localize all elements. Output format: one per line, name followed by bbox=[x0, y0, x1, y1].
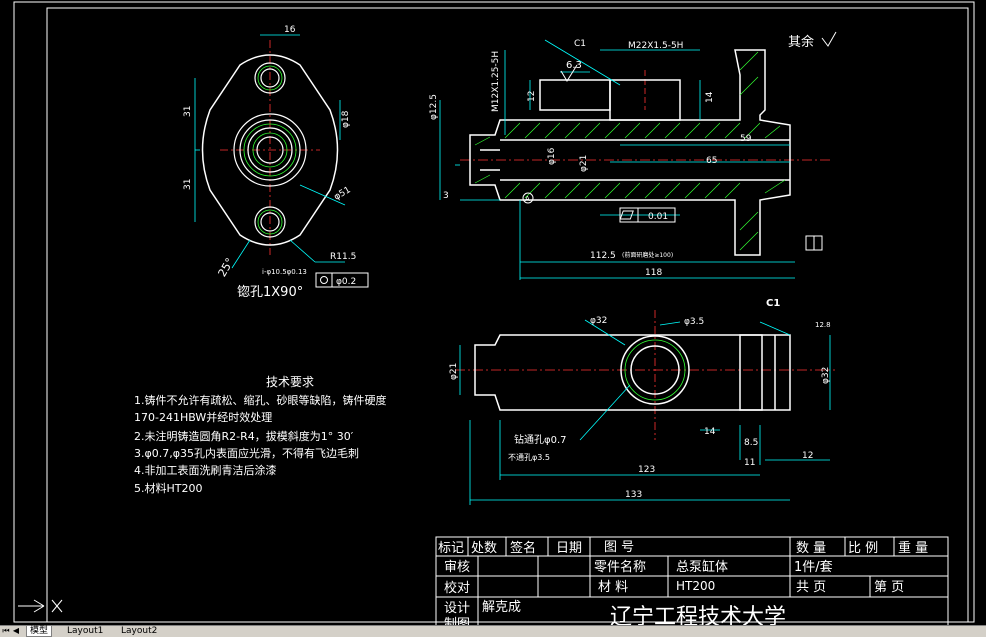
tab-layout1[interactable]: Layout1 bbox=[67, 626, 104, 636]
tab-layout2[interactable]: Layout2 bbox=[121, 626, 158, 636]
bottom-dim-35: φ3.5 bbox=[684, 317, 704, 327]
dim-bore: φ18 bbox=[341, 110, 351, 128]
tb-hdr-sign: 签名 bbox=[510, 540, 536, 556]
tab-model[interactable]: 模型 bbox=[26, 626, 53, 637]
notes-line-1: 1.铸件不允许有疏松、缩孔、砂眼等缺陷，铸件硬度 bbox=[134, 393, 387, 407]
dim-angle: 25° bbox=[216, 256, 237, 279]
len-118: 118 bbox=[645, 268, 662, 278]
roughness-icon bbox=[821, 31, 837, 47]
bottom-dim-85: 8.5 bbox=[744, 438, 758, 448]
rough-finish-label: 其余 bbox=[788, 34, 814, 50]
position-tol: φ0.2 bbox=[336, 277, 356, 287]
dim-59: 59 bbox=[740, 134, 752, 144]
bottom-dim-12: 12 bbox=[802, 451, 813, 461]
bottom-chamfer: C1 bbox=[766, 298, 780, 309]
datum-label: A bbox=[525, 195, 530, 203]
tb-hdr-weight: 重 量 bbox=[898, 540, 928, 556]
prev-tab-icon[interactable]: ◀ bbox=[12, 626, 20, 635]
dim-3: 3 bbox=[443, 191, 449, 201]
len-1125: 112.5 bbox=[590, 251, 616, 261]
tb-page-no: 第 页 bbox=[874, 580, 904, 595]
surface-finish-icon bbox=[560, 64, 578, 82]
bottom-dim-14: 14 bbox=[704, 427, 716, 437]
technical-notes: 技术要求 1.铸件不允许有疏松、缩孔、砂眼等缺陷，铸件硬度 170-241HBW… bbox=[134, 375, 387, 495]
bottom-dim-32r: φ32 bbox=[821, 367, 831, 384]
dim-16: φ16 bbox=[547, 147, 557, 165]
notes-line-2: 170-241HBW并经时效处理 bbox=[134, 410, 272, 424]
dim-upper: 31 bbox=[183, 106, 193, 117]
tb-total-pages: 共 页 bbox=[796, 580, 826, 595]
flatness-frame bbox=[619, 207, 676, 223]
chamfer-label: C1 bbox=[574, 39, 586, 49]
tb-hdr-date: 日期 bbox=[556, 541, 582, 556]
tb-hdr-drawing-no: 图 号 bbox=[604, 540, 634, 555]
tb-material-label: 材 料 bbox=[598, 580, 628, 595]
tb-design: 设计 bbox=[444, 601, 470, 616]
dim-21: φ21 bbox=[579, 155, 589, 172]
tb-part-name-label: 零件名称 bbox=[594, 559, 646, 575]
tb-hdr-count: 处数 bbox=[471, 541, 497, 556]
tb-hdr-mark: 标记 bbox=[438, 541, 464, 556]
tb-designer: 解克成 bbox=[482, 600, 521, 615]
first-tab-icon[interactable]: ⏮ bbox=[2, 626, 10, 635]
bottom-view: φ32 φ3.5 C1 12.8 φ21 φ32 钻通孔φ0.7 不通孔φ3.5… bbox=[449, 298, 835, 505]
notes-title: 技术要求 bbox=[266, 375, 314, 389]
dim-14: 14 bbox=[705, 91, 715, 103]
dim-flange: φ51 bbox=[333, 185, 353, 202]
thread-top: M22X1.5-5H bbox=[628, 41, 683, 51]
tolerance-note: i-φ10.5φ0.13 bbox=[262, 268, 307, 276]
dim-125: φ12.5 bbox=[429, 94, 439, 120]
notes-line-6: 5.材料HT200 bbox=[134, 481, 202, 495]
flatness-icon bbox=[619, 210, 634, 220]
section-view: C1 6.3 M22X1.5-5H M12X1.25-5H 12 14 φ12.… bbox=[429, 39, 830, 280]
tb-hdr-qty: 数 量 bbox=[796, 541, 826, 556]
dim-65: 65 bbox=[706, 156, 717, 166]
bottom-dim-133: 133 bbox=[625, 490, 642, 500]
thread-side: M12X1.25-5H bbox=[491, 51, 501, 112]
drill-35: 不通孔φ3.5 bbox=[508, 452, 550, 462]
bottom-dim-123: 123 bbox=[638, 465, 655, 475]
title-block: 标记 处数 签名 日期 图 号 数 量 比 例 重 量 审核 零件名称 总泵缸体… bbox=[435, 536, 949, 632]
notes-line-5: 4.非加工表面洗刷青洁后涂漆 bbox=[134, 463, 277, 477]
datum-circle bbox=[522, 192, 534, 204]
bottom-dim-11: 11 bbox=[744, 458, 755, 468]
countersink-note: 锪孔1X90° bbox=[237, 284, 303, 300]
tb-per-set: 1件/套 bbox=[794, 559, 833, 575]
bottom-dim-32: φ32 bbox=[590, 316, 607, 326]
tb-review: 审核 bbox=[444, 560, 470, 575]
flatness-value: 0.01 bbox=[648, 212, 668, 222]
position-icon bbox=[320, 276, 328, 284]
dim-lower: 31 bbox=[183, 179, 193, 190]
bottom-dim-21: φ21 bbox=[449, 363, 459, 380]
notes-line-4: 3.φ0.7,φ35孔内表面应光滑，不得有飞边毛刺 bbox=[134, 446, 359, 460]
left-view: 16 31 31 φ18 φ51 R11.5 25° i-φ10.5φ0.13 … bbox=[183, 25, 369, 300]
fit-note: (前面研磨处≥100) bbox=[622, 251, 673, 259]
bottom-dim-128: 12.8 bbox=[815, 321, 831, 329]
position-tolerance-frame bbox=[315, 272, 369, 288]
dim-radius: R11.5 bbox=[330, 252, 356, 262]
dim-12: 12 bbox=[527, 91, 537, 102]
tb-school: 辽宁工程技术大学 bbox=[610, 605, 786, 626]
dim-width: 16 bbox=[284, 25, 296, 35]
tb-check: 校对 bbox=[444, 580, 470, 596]
tb-part-name: 总泵缸体 bbox=[676, 559, 728, 575]
drill-07: 钻通孔φ0.7 bbox=[514, 433, 567, 446]
layout-tab-bar: ⏮ ◀ 模型 Layout1 Layout2 bbox=[0, 625, 986, 637]
notes-line-3: 2.未注明铸造圆角R2-R4，拔模斜度为1° 30′ bbox=[134, 429, 354, 443]
ucs-icon bbox=[18, 599, 63, 613]
tb-material: HT200 bbox=[676, 579, 715, 593]
drawing-frame bbox=[13, 1, 975, 623]
tb-hdr-scale: 比 例 bbox=[848, 541, 878, 556]
roughness-value: 6.3 bbox=[566, 60, 582, 71]
